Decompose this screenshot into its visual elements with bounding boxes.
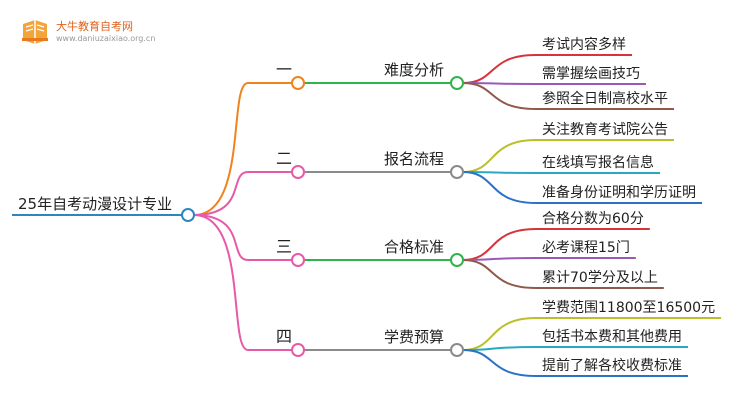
leaf-label-3-3: 累计70学分及以上 [542, 270, 658, 286]
leaf-connector-3-3 [462, 259, 664, 289]
leaf-connector-1-1 [462, 54, 632, 84]
branch-number-1: 一 [276, 60, 292, 79]
leaf-connector-1-3 [462, 82, 674, 110]
leaf-label-4-3: 提前了解各校收费标准 [542, 357, 682, 374]
leaf-label-4-2: 包括书本费和其他费用 [542, 329, 682, 345]
leaf-label-2-3: 准备身份证明和学历证明 [542, 184, 696, 201]
connector-layer [12, 54, 722, 377]
branch-curve-3 [193, 214, 292, 261]
leaf-connector-2-2 [462, 171, 660, 174]
leaf-connector-2-3 [462, 171, 702, 204]
root-label: 25年自考动漫设计专业 [18, 195, 172, 213]
leaf-label-1-2: 需掌握绘画技巧 [542, 66, 640, 82]
category-label-4: 学费预算 [384, 328, 444, 346]
leaf-label-4-1: 学费范围11800至16500元 [542, 299, 715, 316]
branch-node-3 [291, 253, 305, 267]
leaf-label-3-1: 合格分数为60分 [542, 211, 644, 227]
leaf-connector-1-2 [462, 82, 646, 85]
leaf-connector-3-2 [462, 257, 636, 261]
logo-title: 大牛教育自考网 [56, 20, 133, 33]
branch-node-4 [291, 343, 305, 357]
category-node-2 [450, 165, 464, 179]
leaf-label-1-1: 考试内容多样 [542, 36, 626, 53]
branch-node-2 [291, 165, 305, 179]
site-logo: 大牛教育自考网 www.daniuzaixiao.org.cn [20, 16, 190, 50]
category-label-2: 报名流程 [384, 150, 444, 168]
leaf-label-2-2: 在线填写报名信息 [542, 154, 654, 171]
branch-curve-4 [193, 214, 292, 351]
category-label-1: 难度分析 [384, 61, 444, 79]
branch-number-2: 二 [276, 149, 292, 168]
branch-curve-1 [193, 82, 292, 216]
root-node [181, 208, 195, 222]
category-label-3: 合格标准 [384, 238, 444, 256]
branch-curve-2 [193, 171, 292, 216]
leaf-connector-3-1 [462, 228, 650, 261]
leaf-connector-4-2 [462, 346, 688, 351]
category-node-3 [450, 253, 464, 267]
leaf-connector-2-1 [462, 139, 674, 173]
leaf-connector-4-1 [462, 317, 722, 351]
category-node-1 [450, 76, 464, 90]
leaf-connector-4-3 [462, 349, 688, 377]
logo-url: www.daniuzaixiao.org.cn [56, 34, 156, 43]
leaf-label-3-2: 必考课程15门 [542, 240, 630, 256]
leaf-label-2-1: 关注教育考试院公告 [542, 122, 668, 138]
book-logo-icon [22, 20, 48, 44]
branch-number-4: 四 [276, 327, 292, 346]
branch-number-3: 三 [276, 237, 292, 256]
leaf-label-1-3: 参照全日制高校水平 [542, 90, 668, 107]
category-node-4 [450, 343, 464, 357]
branch-node-1 [291, 76, 305, 90]
